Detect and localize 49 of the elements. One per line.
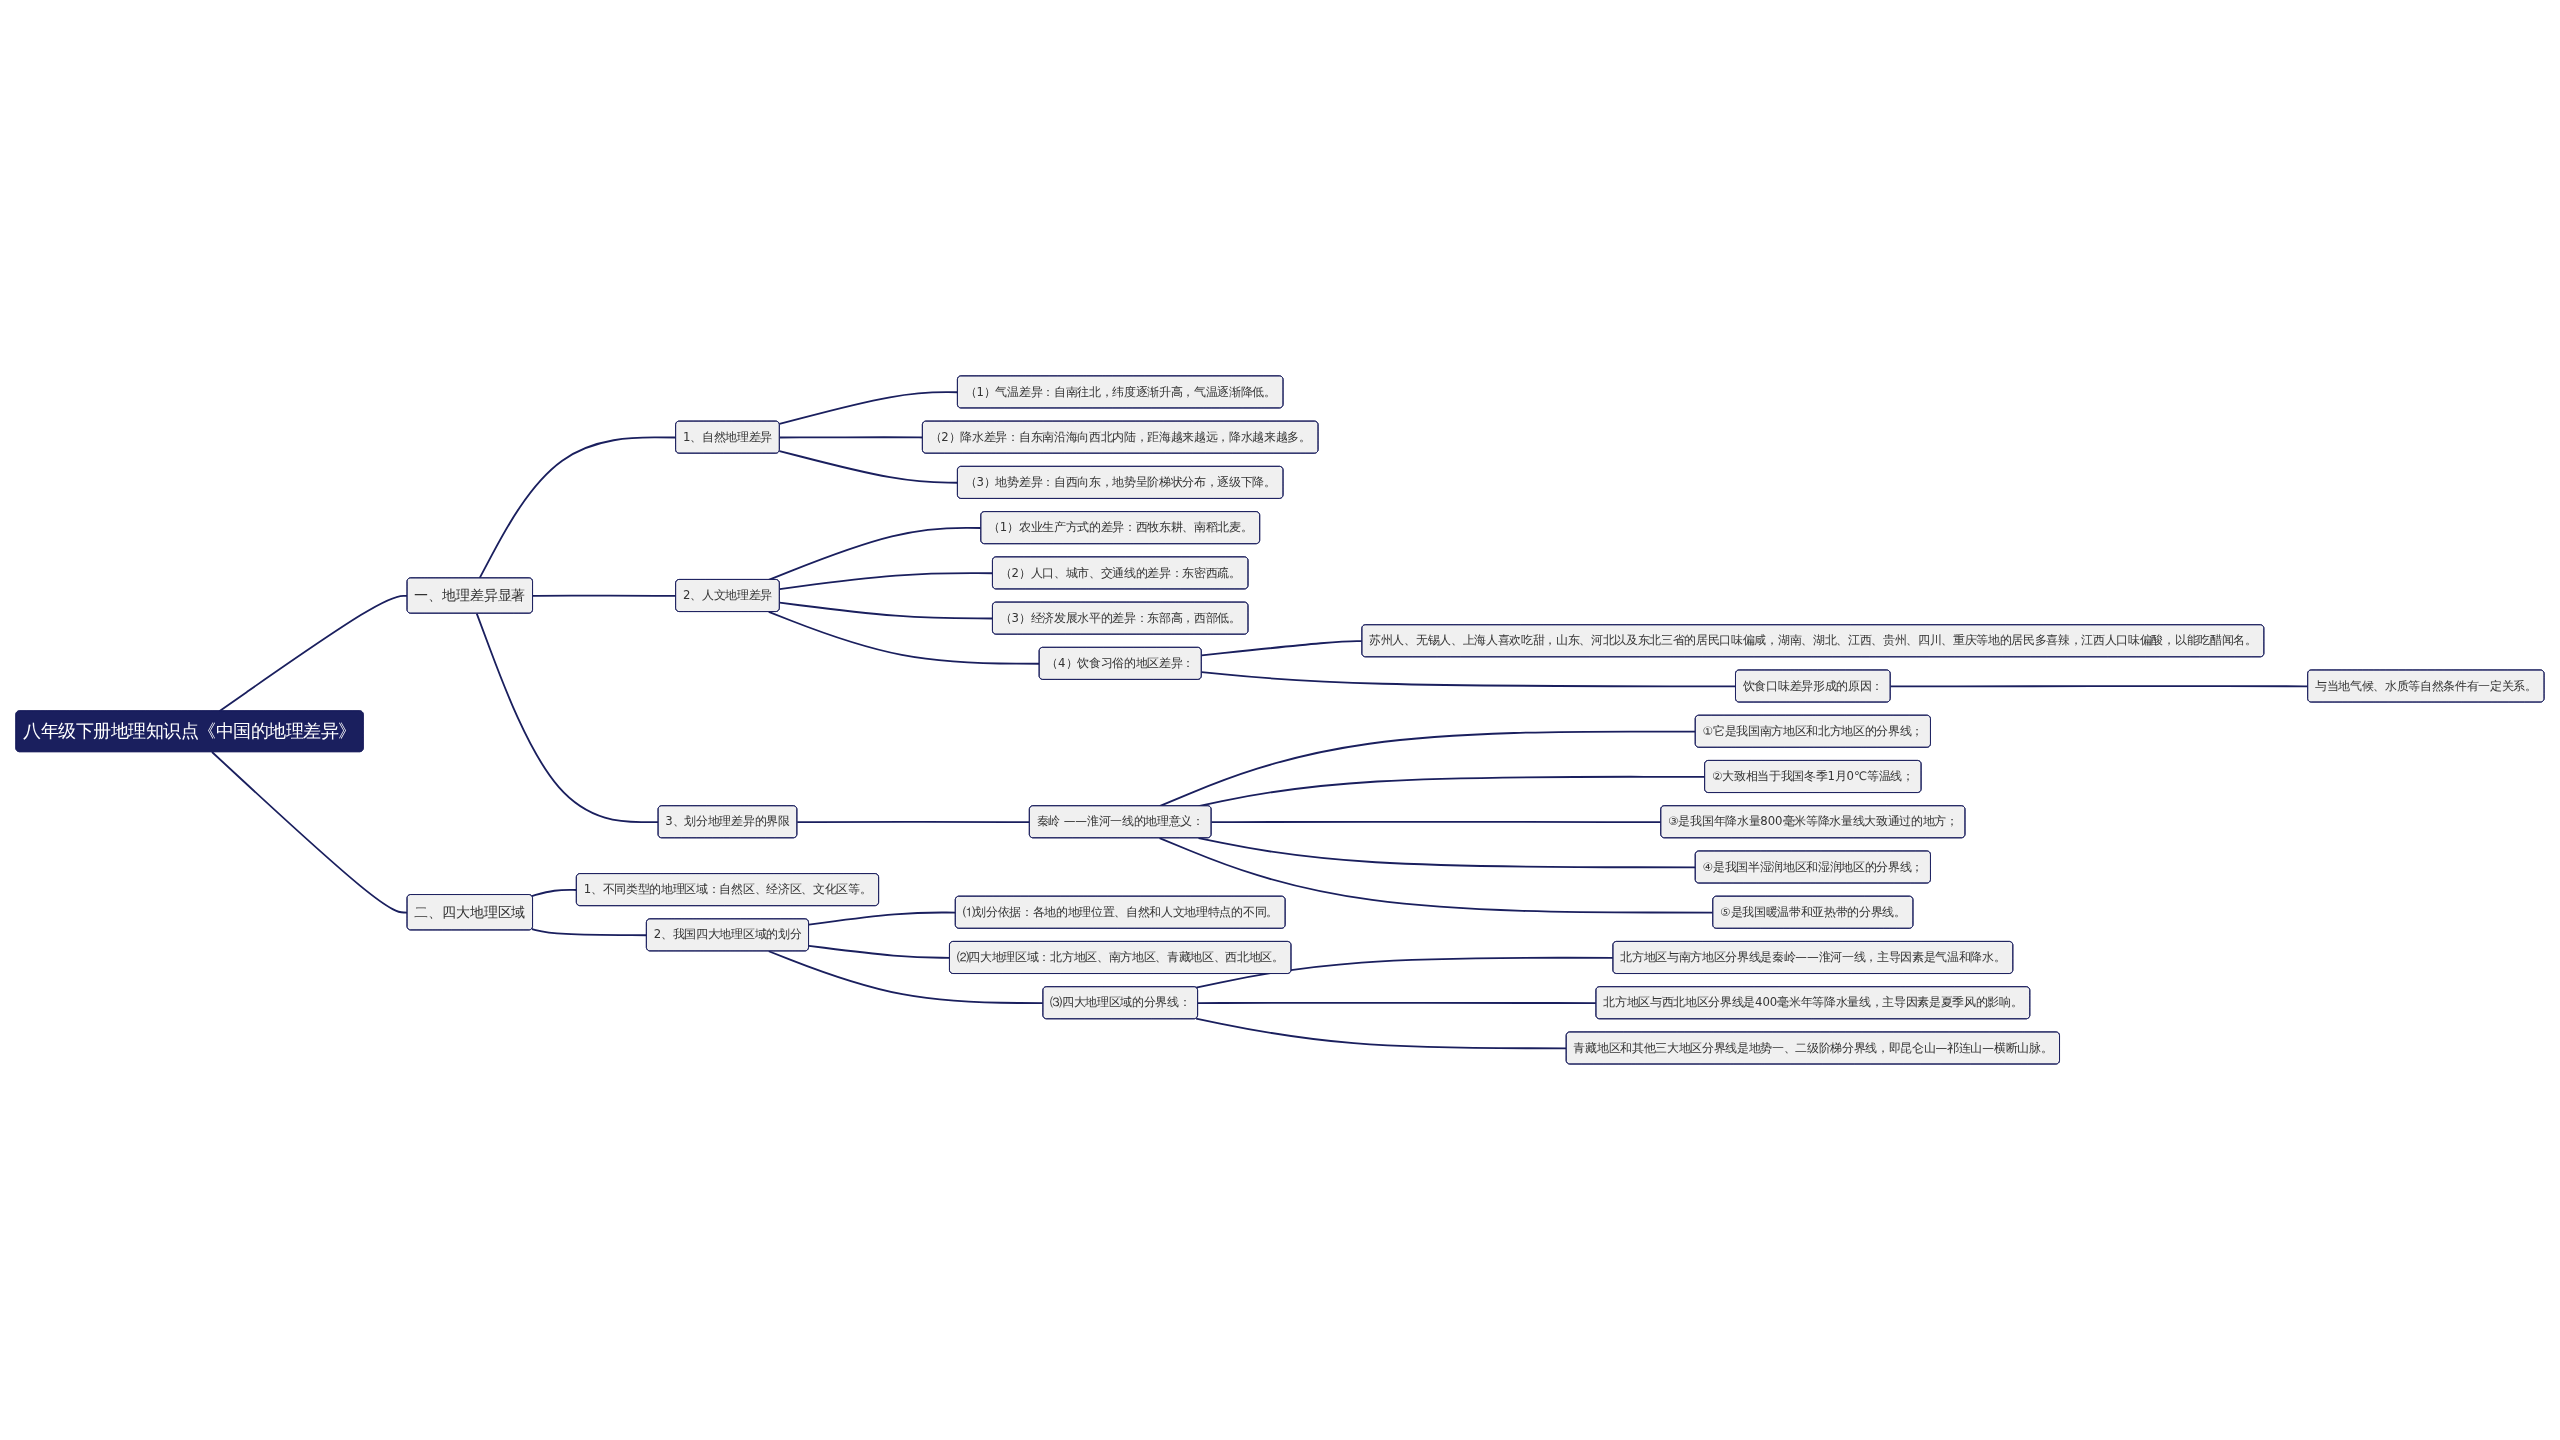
topic-box: （3）经济发展水平的差异：东部高，西部低。 xyxy=(992,601,1249,635)
topic-box: 与当地气候、水质等自然条件有一定关系。 xyxy=(2307,669,2545,703)
connector-line xyxy=(1195,1017,1568,1050)
topic-box: 秦岭 ——淮河一线的地理意义： xyxy=(1029,805,1212,839)
topic-box: （3）地势差异：自西向东，地势呈阶梯状分布，逐级下降。 xyxy=(957,466,1284,499)
topic-box: 北方地区与南方地区分界线是秦岭——淮河一线，主导因素是气温和降水。 xyxy=(1612,941,2014,974)
connector-line xyxy=(531,928,648,937)
topic-box: ④是我国半湿润地区和湿润地区的分界线； xyxy=(1694,850,1931,884)
connector-line xyxy=(796,821,1031,824)
connector-line xyxy=(1210,821,1662,824)
connector-line xyxy=(808,911,957,926)
connector-line xyxy=(475,612,660,824)
connector-line xyxy=(808,944,951,959)
topic-box: （2）降水差异：自东南沿海向西北内陆，距海越来越远，降水越来越多。 xyxy=(922,420,1319,454)
topic-box: ⑵四大地理区域：北方地区、南方地区、青藏地区、西北地区。 xyxy=(949,941,1292,974)
topic-box: 1、自然地理差异 xyxy=(675,420,780,454)
topic-box: （1）气温差异：自南往北，纬度逐渐升高，气温逐渐降低。 xyxy=(957,375,1284,409)
topic-box: 2、人文地理差异 xyxy=(675,579,780,612)
connector-line xyxy=(778,450,959,484)
connector-line xyxy=(211,751,409,914)
topic-box: 北方地区与西北地区分界线是400毫米年等降水量线，主导因素是夏季风的影响。 xyxy=(1595,986,2031,1020)
topic-box: ⑶四大地理区域的分界线： xyxy=(1042,986,1198,1020)
topic-box: 苏州人、无锡人、上海人喜欢吃甜，山东、河北以及东北三省的居民口味偏咸，湖南、湖北、江西、贵州、四川、重庆等地的居民多喜辣，江西人口味偏酸，以能吃醋闻名。 xyxy=(1361,624,2265,658)
topic-box: 饮食口味差异形成的原因： xyxy=(1735,669,1891,703)
connector-line xyxy=(778,391,959,425)
connector-line xyxy=(1889,685,2309,688)
connector-line xyxy=(531,889,578,898)
topic-box: ②大致相当于我国冬季1月0℃等温线； xyxy=(1704,760,1922,793)
connector-line xyxy=(767,611,1041,665)
topic-box: （1）农业生产方式的差异：西牧东耕、南稻北麦。 xyxy=(980,511,1261,545)
topic-box: 3、划分地理差异的界限 xyxy=(657,805,798,839)
topic-box: （2）人口、城市、交通线的差异：东密西疏。 xyxy=(992,556,1249,590)
connector-line xyxy=(1200,671,1737,688)
topic-box: ①它是我国南方地区和北方地区的分界线； xyxy=(1694,714,1931,748)
topic-box: 1、不同类型的地理区域：自然区、经济区、文化区等。 xyxy=(576,873,879,907)
topic-box: 2、我国四大地理区域的划分 xyxy=(646,918,809,952)
connector-line xyxy=(778,601,994,620)
topic-box: 一、地理差异显著 xyxy=(406,577,533,614)
topic-box: ⑴划分依据：各地的地理位置、自然和人文地理特点的不同。 xyxy=(954,895,1286,929)
topic-box: ③是我国年降水量800毫米等降水量线大致通过的地方； xyxy=(1660,805,1966,839)
connector-line xyxy=(778,572,994,591)
connector-line xyxy=(532,594,677,597)
connector-line xyxy=(778,436,924,439)
topic-box: （4）饮食习俗的地区差异： xyxy=(1038,647,1202,680)
topic-box: 二、四大地理区域 xyxy=(406,894,533,931)
central-topic-box: 八年级下册地理知识点《中国的地理差异》 xyxy=(15,710,364,753)
topic-box: ⑤是我国暖温带和亚热带的分界线。 xyxy=(1712,895,1914,929)
connector-line xyxy=(1197,837,1697,869)
topic-box: 青藏地区和其他三大地区分界线是地势一、二级阶梯分界线，即昆仑山—祁连山—横断山脉。 xyxy=(1565,1031,2060,1065)
